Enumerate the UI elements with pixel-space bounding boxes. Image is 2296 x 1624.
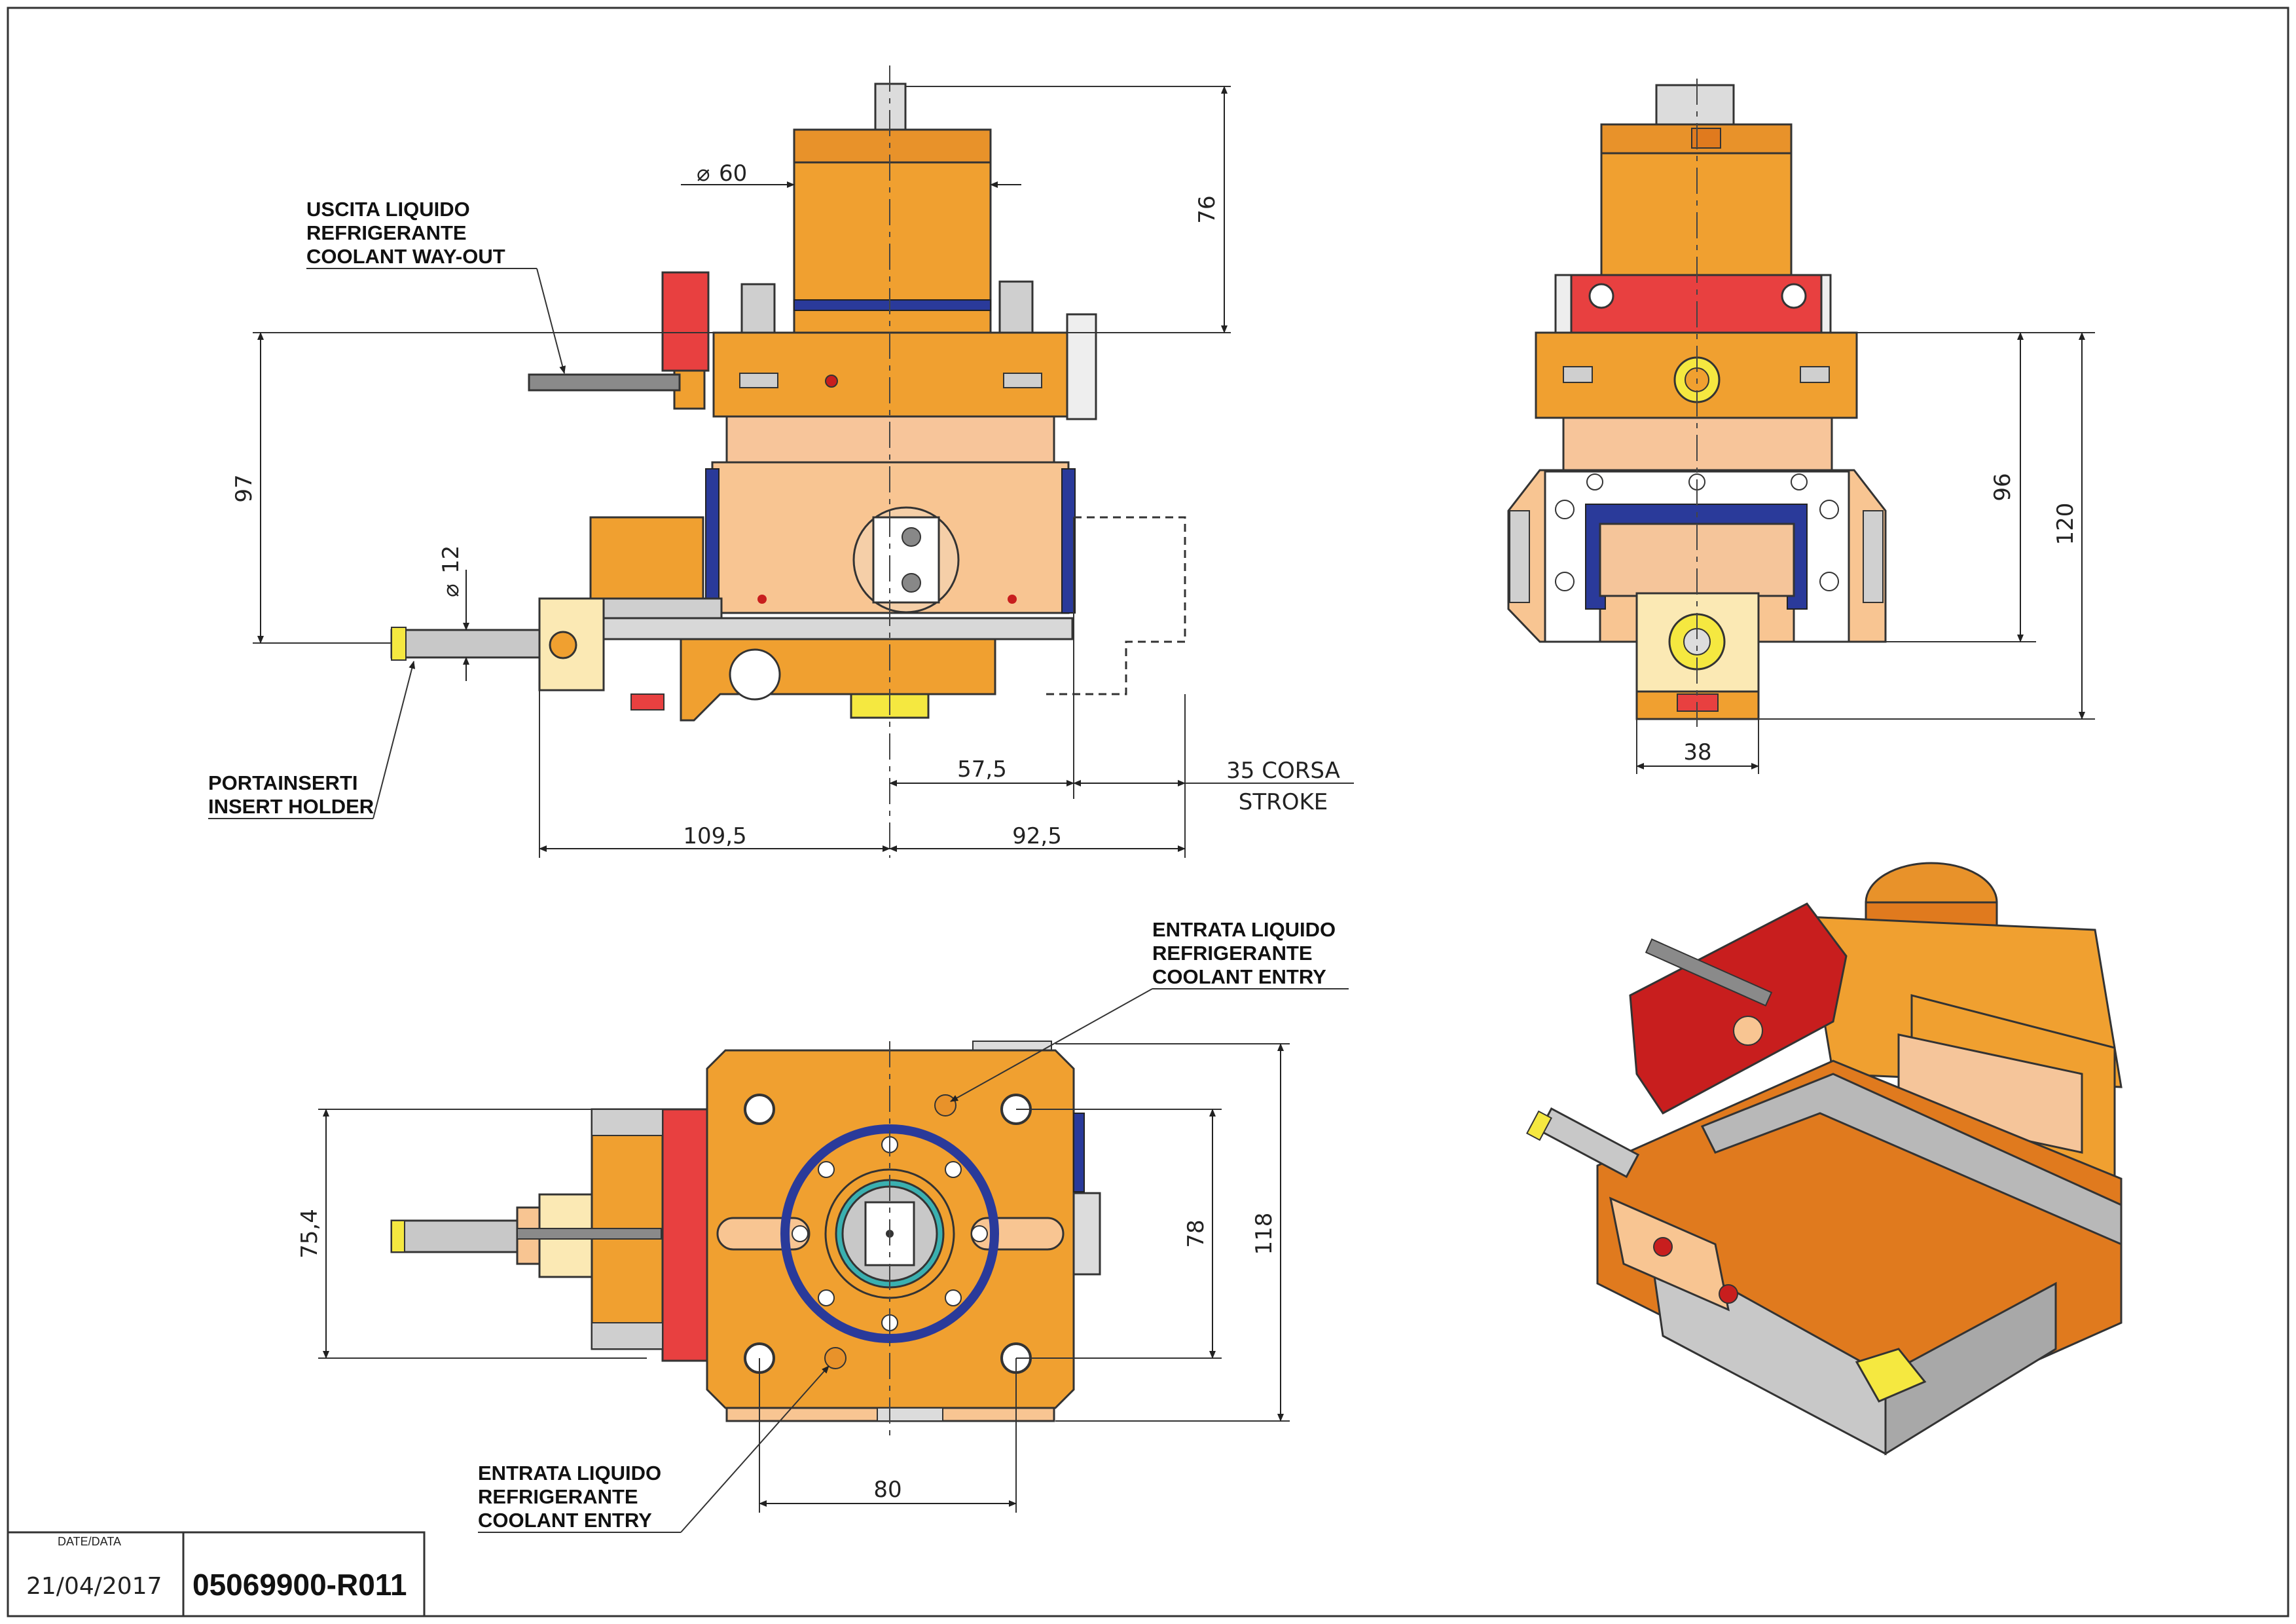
slide-rail (589, 617, 1074, 640)
isometric-view (1526, 862, 2123, 1456)
dim-60: 60 (719, 160, 747, 187)
svg-text:ENTRATA LIQUIDO: ENTRATA LIQUIDO (478, 1462, 661, 1485)
dim-38: 38 (1683, 739, 1711, 766)
dim-78: 78 (1183, 1219, 1209, 1247)
dim-12: 12 (438, 545, 464, 574)
note-coolant-entry-top: ENTRATA LIQUIDO REFRIGERANTE COOLANT ENT… (950, 918, 1349, 1102)
note-coolant-entry-bottom: ENTRATA LIQUIDO REFRIGERANTE COOLANT ENT… (478, 1365, 829, 1533)
dim-92-5: 92,5 (1012, 823, 1062, 849)
top-view (390, 1041, 1101, 1441)
motor-cylinder (793, 128, 992, 334)
svg-text:PORTAINSERTI: PORTAINSERTI (208, 771, 358, 794)
svg-text:REFRIGERANTE: REFRIGERANTE (1152, 942, 1313, 965)
dia-symbol-12: ⌀ (438, 584, 464, 597)
side-view-dimensions: 96 120 38 (1636, 332, 2095, 774)
date-label: DATE/DATA (58, 1535, 121, 1548)
svg-text:COOLANT WAY-OUT: COOLANT WAY-OUT (306, 245, 505, 268)
date-value: 21/04/2017 (26, 1573, 162, 1600)
coolant-block (661, 271, 710, 372)
title-block: DATE/DATA 21/04/2017 05069900-R011 (7, 1531, 426, 1617)
dim-stroke: STROKE (1239, 789, 1328, 815)
dim-75-4: 75,4 (297, 1209, 323, 1259)
lower-slide (680, 638, 996, 722)
svg-text:ENTRATA LIQUIDO: ENTRATA LIQUIDO (1152, 918, 1336, 941)
dia-symbol-60: ⌀ (697, 160, 710, 187)
coolant-outlet-rod (528, 373, 681, 392)
dim-76: 76 (1194, 195, 1220, 223)
svg-text:USCITA LIQUIDO: USCITA LIQUIDO (306, 198, 470, 221)
dim-57-5: 57,5 (957, 756, 1007, 783)
drawing-code: 05069900-R011 (192, 1568, 407, 1602)
top-red-plate (661, 1108, 708, 1362)
dim-118: 118 (1251, 1213, 1277, 1255)
svg-text:REFRIGERANTE: REFRIGERANTE (306, 221, 467, 244)
sheet-border (7, 7, 2289, 1617)
dim-35-corsa: 35 CORSA (1226, 758, 1340, 784)
dim-97: 97 (231, 474, 257, 502)
svg-text:COOLANT ENTRY: COOLANT ENTRY (478, 1509, 652, 1532)
dim-109-5: 109,5 (683, 823, 746, 849)
iso-red-block (1629, 902, 1848, 1115)
svg-text:COOLANT ENTRY: COOLANT ENTRY (1152, 965, 1326, 988)
dim-120: 120 (2052, 503, 2079, 545)
svg-text:INSERT HOLDER: INSERT HOLDER (208, 795, 374, 818)
note-coolant-out: USCITA LIQUIDO REFRIGERANTE COOLANT WAY-… (306, 198, 566, 374)
o-ring (780, 1124, 999, 1343)
top-view-dimensions: 75,4 78 118 80 (297, 1043, 1290, 1513)
dim-80: 80 (873, 1477, 902, 1503)
insert-holder-shank (390, 629, 541, 659)
front-view (390, 65, 1186, 858)
dim-96: 96 (1990, 473, 2016, 501)
svg-text:REFRIGERANTE: REFRIGERANTE (478, 1485, 638, 1508)
side-view (1507, 79, 1887, 727)
front-view-dimensions: 76 ⌀ 60 97 ⌀ 12 57,5 35 CORSA STROKE 109… (231, 86, 1354, 858)
note-insert-holder: PORTAINSERTI INSERT HOLDER (208, 661, 416, 819)
